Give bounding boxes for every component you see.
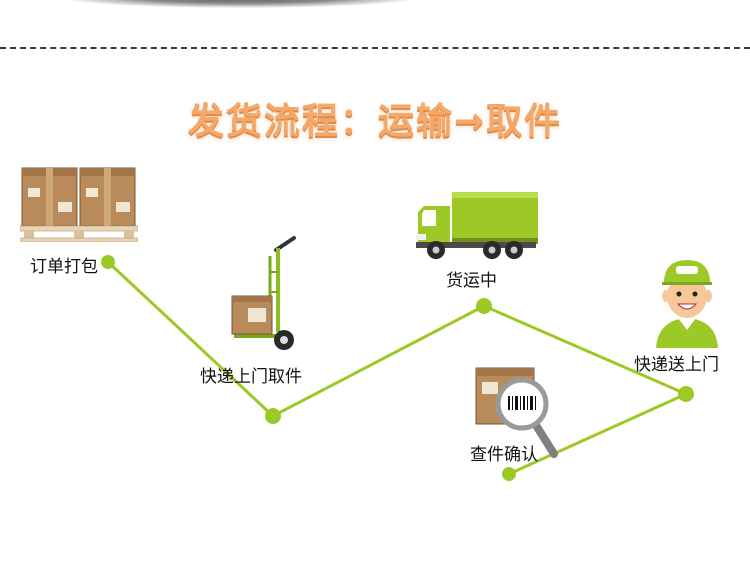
page-title: 发货流程：运输→取件 <box>187 101 563 142</box>
route-dot-2 <box>265 408 281 424</box>
dashed-divider <box>0 47 750 49</box>
step-label-home-delivery: 快递送上门 <box>634 355 719 375</box>
step-label-in-transit: 货运中 <box>446 271 497 291</box>
route-dot-3 <box>476 298 492 314</box>
truck-icon <box>416 192 538 259</box>
step-label-order-pack: 订单打包 <box>30 257 98 277</box>
route-dot-1 <box>101 255 115 269</box>
magnifier-barcode-icon <box>475 367 558 458</box>
top-shadow-decoration <box>60 0 420 8</box>
hand-truck-icon <box>231 236 296 350</box>
step-label-courier-pickup: 快递上门取件 <box>200 367 302 387</box>
route-dot-4 <box>678 386 694 402</box>
step-label-tracking-confirm: 查件确认 <box>470 445 538 465</box>
box-pallet-icon <box>20 167 138 242</box>
courier-icon <box>656 260 718 348</box>
route-dot-5 <box>502 467 516 481</box>
